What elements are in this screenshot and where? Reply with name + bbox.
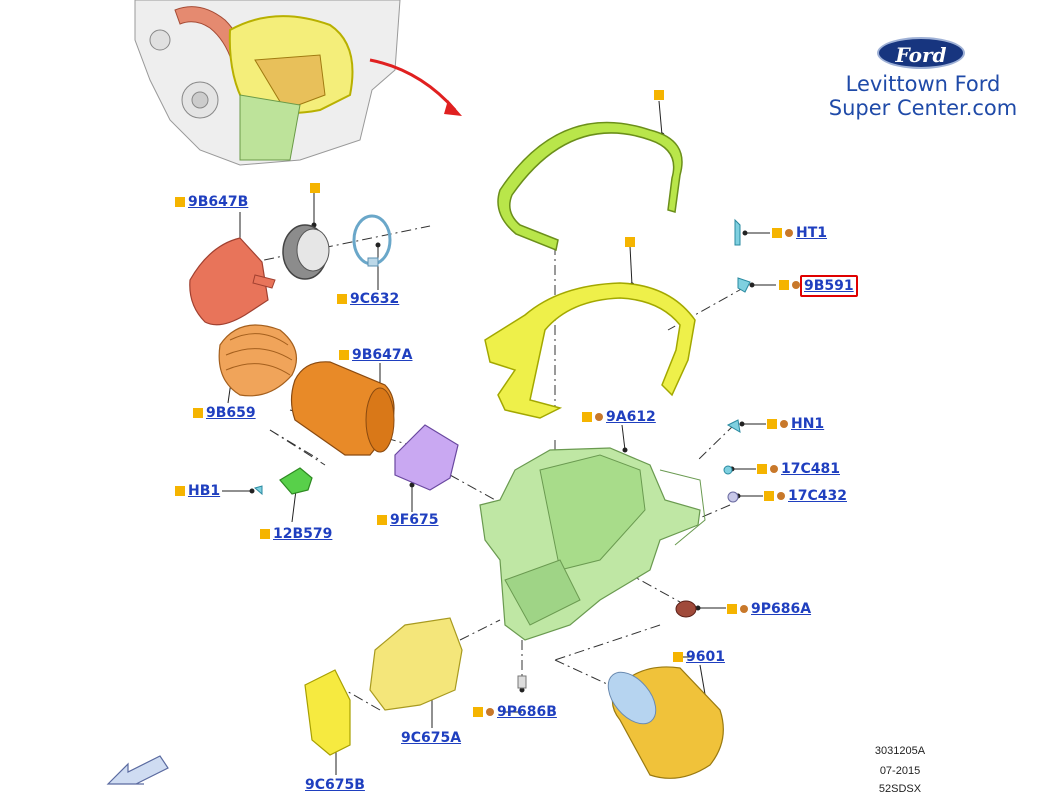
part-number[interactable]: 9A612 <box>606 409 656 425</box>
hose-clamp <box>352 214 392 267</box>
dealer-name-line1: Levittown Ford <box>845 72 1001 96</box>
part-label-9C675B[interactable]: 9C675B <box>305 776 365 794</box>
part-label-9601[interactable]: 9601 <box>673 648 725 666</box>
part-label-9A612[interactable]: 9A612 <box>582 408 656 426</box>
part-label-HB1[interactable]: HB1 <box>175 482 220 500</box>
grommet <box>675 600 697 618</box>
marker-square <box>625 237 635 247</box>
bolt <box>517 675 527 689</box>
engine-inset-illustration <box>134 0 462 166</box>
upper-air-duct <box>189 237 276 326</box>
part-number[interactable]: 9P686A <box>751 601 812 617</box>
marker-square <box>764 491 774 501</box>
part-label-17C432[interactable]: 17C432 <box>764 487 847 505</box>
part-number[interactable]: 9B647A <box>352 347 413 363</box>
marker-square <box>473 707 483 717</box>
part-number[interactable]: 9601 <box>686 649 725 665</box>
model-code: 52SDSX <box>878 783 922 795</box>
intake-tube <box>290 361 395 456</box>
part-label-9B659[interactable]: 9B659 <box>193 404 256 422</box>
lid-gasket-frame <box>484 282 696 419</box>
marker-square <box>767 419 777 429</box>
part-label-9B647B[interactable]: 9B647B <box>175 193 248 211</box>
part-label-9B591-selected[interactable]: 9B591 <box>800 275 858 297</box>
part-number[interactable]: 9F675 <box>390 512 439 528</box>
marker-dot <box>780 420 788 428</box>
dealer-name-line2: Super Center.com <box>828 96 1018 120</box>
lower-duct-extension <box>304 669 351 756</box>
marker-square <box>673 652 683 662</box>
part-number[interactable]: HB1 <box>188 483 221 499</box>
part-label-9P686A[interactable]: 9P686A <box>727 600 811 618</box>
marker-square <box>377 515 387 525</box>
upper-seal-frame <box>497 121 683 252</box>
marker-dot <box>740 605 748 613</box>
marker-square <box>779 280 789 290</box>
marker-square <box>757 464 767 474</box>
marker-dot <box>777 492 785 500</box>
bellows-hose <box>218 324 298 397</box>
marker-square <box>727 604 737 614</box>
marker-dot <box>770 465 778 473</box>
back-arrow-icon[interactable] <box>106 755 169 785</box>
marker-square <box>337 294 347 304</box>
part-label-9F675[interactable]: 9F675 <box>377 511 439 529</box>
part-number[interactable]: 12B579 <box>273 526 333 542</box>
marker-square <box>175 486 185 496</box>
marker-square <box>654 90 664 100</box>
dealer-name: Levittown Ford Super Center.com <box>808 72 1038 120</box>
part-number[interactable]: HN1 <box>791 416 825 432</box>
part-label-12B579[interactable]: 12B579 <box>260 525 332 543</box>
lower-duct <box>369 617 463 711</box>
marker-square <box>175 197 185 207</box>
marker-square <box>260 529 270 539</box>
air-cleaner-housing <box>479 447 706 641</box>
part-number[interactable]: 9C632 <box>350 291 400 307</box>
part-label-9P686B[interactable]: 9P686B <box>473 703 557 721</box>
part-number[interactable]: 9P686B <box>497 704 557 720</box>
part-label-HT1[interactable]: HT1 <box>772 224 827 242</box>
marker-dot <box>792 281 800 289</box>
part-label-9B647A[interactable]: 9B647A <box>339 346 412 364</box>
part-number[interactable]: 17C481 <box>781 461 840 477</box>
part-label-17C481[interactable]: 17C481 <box>757 460 840 478</box>
part-number[interactable]: HT1 <box>796 225 828 241</box>
small-screws <box>253 218 751 503</box>
ford-logo: Ford <box>877 37 965 69</box>
clamp-ring <box>282 224 330 280</box>
diagram-code: 3031205A <box>874 745 926 757</box>
part-number[interactable]: 9C675B <box>305 777 365 793</box>
part-number[interactable]: 9B647B <box>188 194 249 210</box>
marker-square <box>582 412 592 422</box>
marker-dot <box>486 708 494 716</box>
marker-dot <box>785 229 793 237</box>
marker-square <box>339 350 349 360</box>
marker-square <box>772 228 782 238</box>
diagram-date: 07-2015 <box>879 765 921 777</box>
mass-air-flow-sensor <box>279 467 313 495</box>
air-filter-element <box>607 666 724 779</box>
part-number[interactable]: 9B659 <box>206 405 256 421</box>
marker-square <box>310 183 320 193</box>
part-label-9C675A[interactable]: 9C675A <box>401 729 461 747</box>
part-label-HN1[interactable]: HN1 <box>767 415 824 433</box>
part-number[interactable]: 9B591 <box>804 278 854 294</box>
purple-adapter <box>394 424 459 491</box>
part-label-9C632[interactable]: 9C632 <box>337 290 399 308</box>
part-number[interactable]: 17C432 <box>788 488 847 504</box>
marker-square <box>193 408 203 418</box>
part-number[interactable]: 9C675A <box>401 730 462 746</box>
marker-dot <box>595 413 603 421</box>
